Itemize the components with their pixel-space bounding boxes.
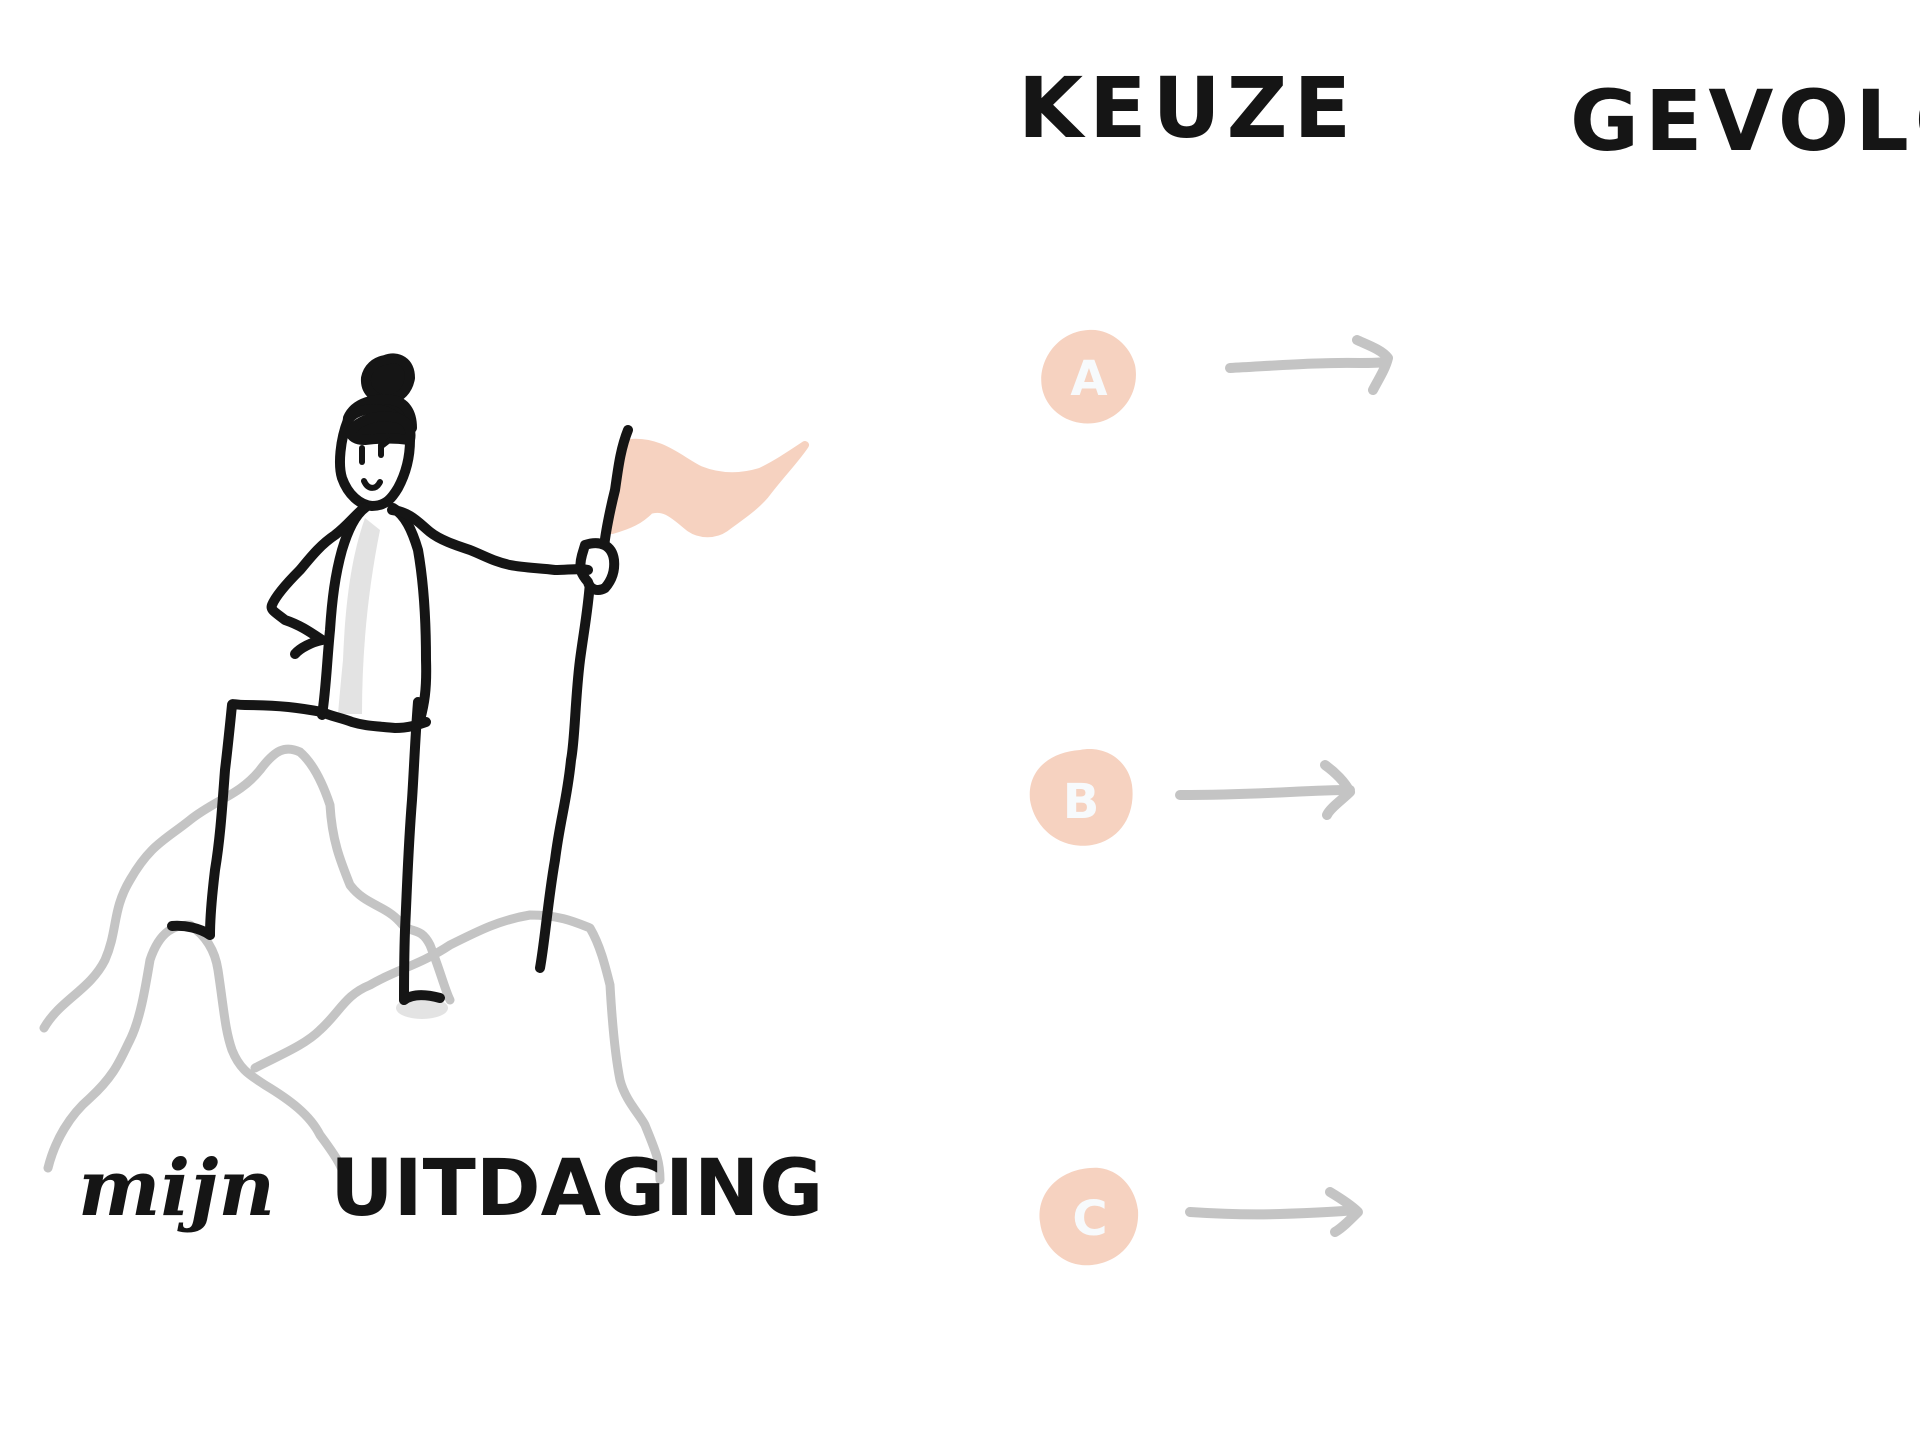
arrow-right-icon — [1185, 1187, 1363, 1237]
caption: mijn UITDAGING — [78, 1143, 823, 1234]
mountain-outline-back — [43, 920, 350, 1187]
hair-bun — [360, 353, 415, 405]
torso-right-side — [388, 503, 432, 725]
option-badge-a — [1041, 329, 1136, 424]
arrow-right-icon — [1225, 335, 1393, 395]
leg-standing — [399, 697, 423, 1005]
arm-on-hip — [266, 503, 369, 645]
person-with-flag-icon — [167, 353, 593, 1005]
mountain-outline-front — [250, 910, 665, 1185]
option-badge-b — [1029, 749, 1133, 846]
caption-lower: mijn — [78, 1143, 275, 1234]
option-badge-c — [1039, 1167, 1139, 1266]
flag-icon — [535, 425, 809, 973]
foot-bent — [167, 920, 215, 940]
flag-cloth — [608, 438, 809, 538]
option-row-c: C — [1039, 1167, 1363, 1266]
torso-shadow — [338, 518, 380, 715]
caption-upper: UITDAGING — [330, 1144, 823, 1234]
option-row-b: B — [1029, 749, 1355, 846]
flag-pole — [535, 425, 633, 973]
hips — [317, 707, 431, 733]
heading-choice: KEUZE — [1018, 59, 1357, 157]
foot-standing — [399, 990, 445, 1005]
option-label-a: A — [1070, 351, 1107, 407]
eye-right-lash — [378, 437, 393, 450]
hand-on-hip — [290, 635, 327, 659]
hair-fringe — [345, 411, 416, 445]
option-label-b: B — [1063, 774, 1100, 830]
arm-extended — [387, 505, 593, 575]
arrow-right-icon — [1175, 760, 1355, 820]
mouth — [361, 478, 383, 491]
heading-consequence: GEVOLG — [1570, 72, 1920, 170]
mountain-outline-left — [39, 744, 455, 1033]
leg-bent — [205, 699, 327, 940]
option-row-a: A — [1041, 329, 1393, 424]
option-label-c: C — [1072, 1191, 1107, 1247]
